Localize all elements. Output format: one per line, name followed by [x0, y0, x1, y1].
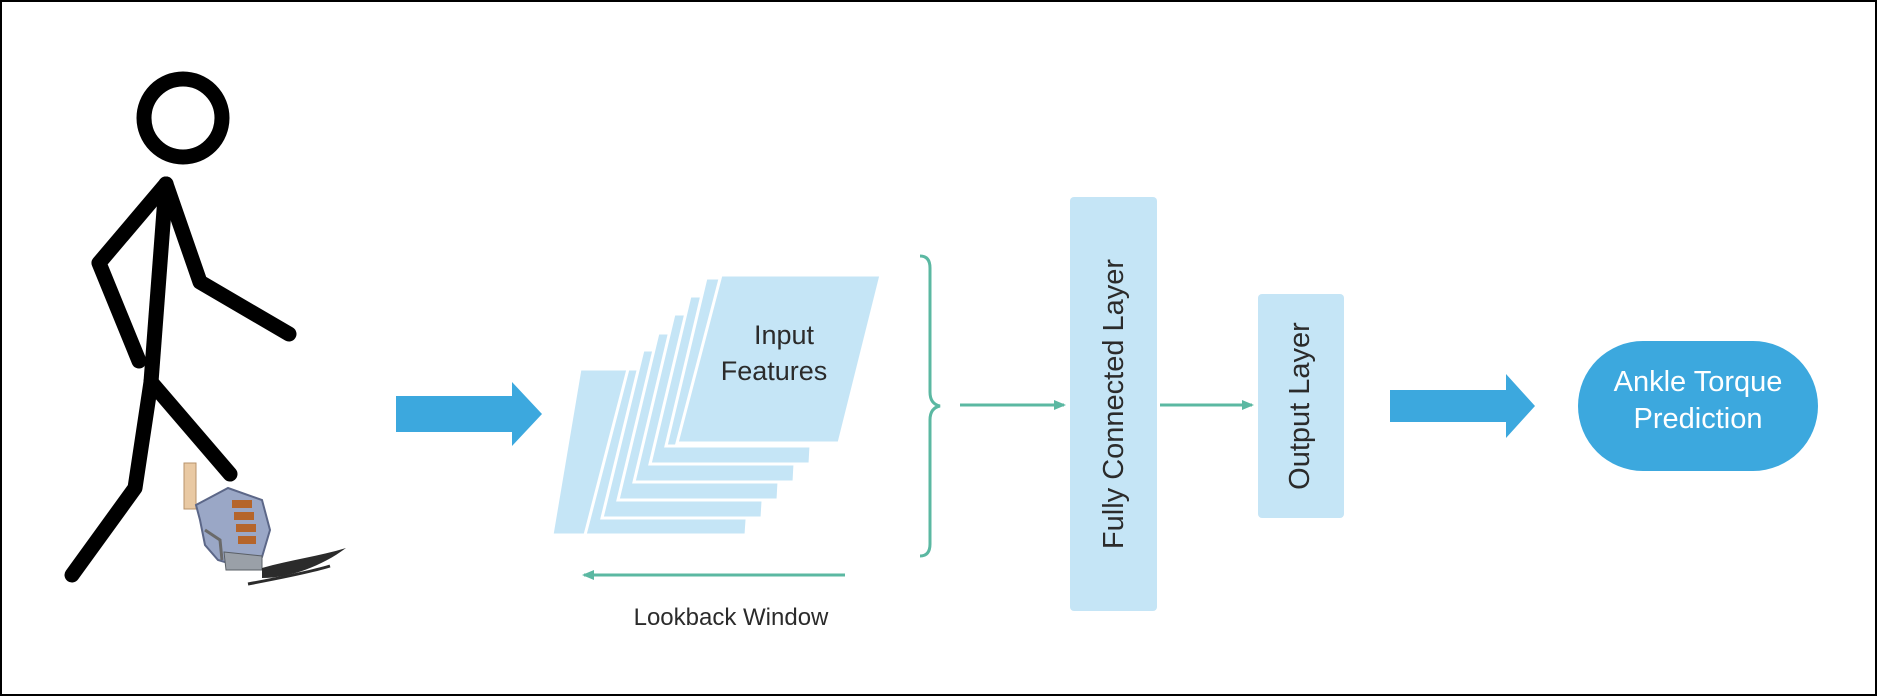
ankle-torque-prediction-node — [1578, 341, 1818, 471]
prediction-label-line2: Prediction — [1634, 403, 1763, 435]
input-features-stack-layers — [583, 273, 883, 537]
stick-figure-head — [136, 71, 230, 165]
stick-figure-walking-icon — [64, 71, 297, 583]
output-layer-block — [1258, 294, 1344, 518]
stick-figure-left-arm — [91, 176, 174, 369]
input-layer-top — [675, 273, 883, 445]
input-features-label-line1: Input — [754, 320, 815, 350]
ankle-prosthesis-icon — [183, 462, 346, 586]
input-features-label-line2: Features — [721, 356, 828, 386]
output-layer-label: Output Layer — [1284, 322, 1316, 490]
prediction-label-line1: Ankle Torque — [1614, 366, 1783, 398]
fully-connected-layer-label: Fully Connected Layer — [1098, 259, 1130, 549]
stick-figure-torso — [143, 176, 174, 390]
fully-connected-layer-block — [1070, 197, 1157, 611]
flow-arrow-to-prediction — [1390, 374, 1535, 438]
stick-figure-right-arm — [158, 176, 297, 342]
flow-arrow-to-input — [396, 382, 542, 446]
input-group-brace — [919, 254, 941, 558]
lookback-window-label: Lookback Window — [634, 604, 829, 631]
stick-figure-front-leg — [143, 374, 238, 482]
stick-figure-back-leg — [64, 374, 159, 583]
